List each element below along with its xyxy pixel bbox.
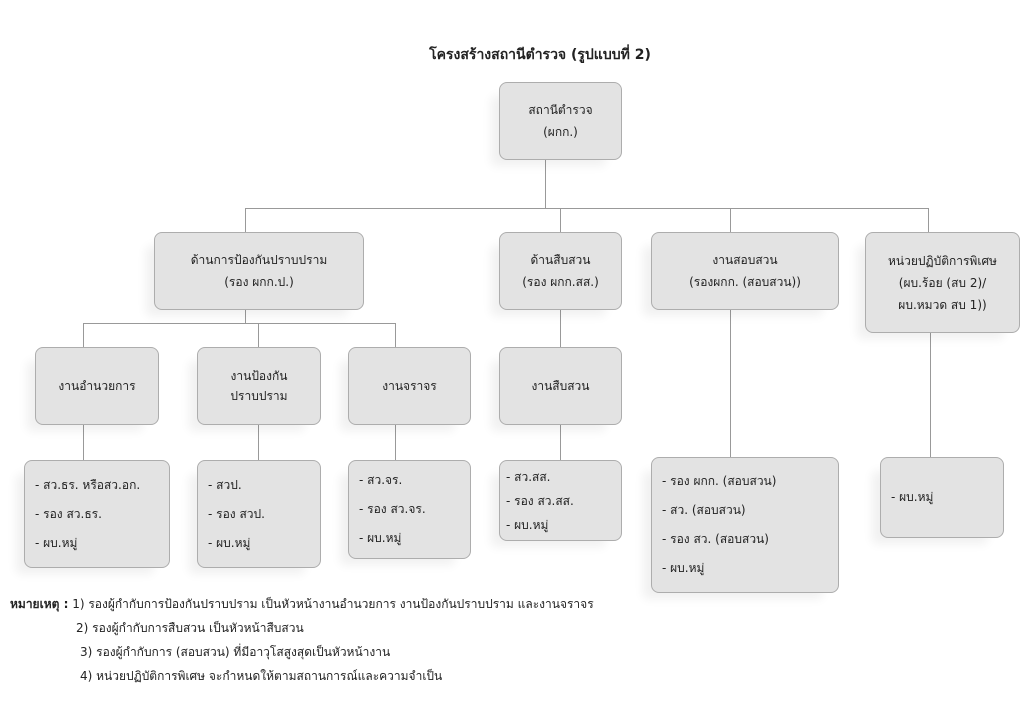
notes-label: หมายเหตุ : [10,597,69,611]
node-suppression: งานป้องกัน ปราบปราม [197,347,321,425]
positions-inquiry: - รอง ผกก. (สอบสวน) - สว. (สอบสวน) - รอง… [651,457,839,593]
positions-admin: - สว.ธร. หรือสว.อก. - รอง สว.ธร. - ผบ.หม… [24,460,170,568]
connector [245,208,929,209]
position-item: - รอง สว.ธร. [35,506,102,521]
note-item: 3) รองผู้กำกับการ (สอบสวน) ที่มีอาวุโสสู… [80,645,391,659]
positions-traffic: - สว.จร. - รอง สว.จร. - ผบ.หมู่ [348,460,471,559]
position-item: - สว. (สอบสวน) [662,503,746,517]
position-item: - ผบ.หมู่ [662,561,705,575]
node-label: ด้านสืบสวน [530,253,591,267]
node-sublabel: (รองผกก. (สอบสวน)) [689,275,801,289]
node-label: ปราบปราม [230,389,288,403]
connector [395,323,396,347]
position-item: - สว.จร. [359,473,403,487]
notes: หมายเหตุ : 1) รองผู้กำกับการป้องกันปราบป… [10,592,594,688]
position-item: - สว.ธร. หรือสว.อก. [35,477,141,492]
node-sublabel: (ผบ.ร้อย (สบ 2)/ [898,275,987,290]
connector [545,159,546,208]
positions-suppression: - สวป. - รอง สวป. - ผบ.หมู่ [197,460,321,568]
node-investigation: ด้านสืบสวน (รอง ผกก.สส.) [499,232,622,310]
connector [83,323,84,347]
note-item: 1) รองผู้กำกับการป้องกันปราบปราม เป็นหัว… [72,597,594,611]
connector [560,208,561,232]
node-sublabel: (ผกก.) [543,125,578,139]
node-label: สถานีตำรวจ [528,103,593,117]
position-item: - ผบ.หมู่ [506,517,549,532]
node-investigation-work: งานสืบสวน [499,347,622,425]
connector [928,208,929,232]
position-item: - รอง สว. (สอบสวน) [662,532,769,546]
node-traffic: งานจราจร [348,347,471,425]
node-sublabel: (รอง ผกก.ป.) [224,275,294,289]
node-label: งานจราจร [382,379,437,393]
position-item: - ผบ.หมู่ [35,535,78,550]
position-item: - ผบ.หมู่ [891,490,934,504]
connector [730,310,731,457]
position-item: - สว.สส. [506,469,551,484]
position-item: - ผบ.หมู่ [359,531,402,545]
position-item: - รอง สว.สส. [506,493,574,508]
node-prevention: ด้านการป้องกันปราบปราม (รอง ผกก.ป.) [154,232,364,310]
node-label: งานอำนวยการ [58,379,136,393]
connector [930,332,931,457]
node-special-ops: หน่วยปฏิบัติการพิเศษ (ผบ.ร้อย (สบ 2)/ ผบ… [865,232,1020,333]
node-label: งานป้องกัน [230,369,288,383]
connector [560,425,561,460]
node-label: งานสืบสวน [531,379,590,393]
position-item: - ผบ.หมู่ [208,535,251,550]
position-item: - รอง ผกก. (สอบสวน) [662,474,777,488]
position-item: - รอง สวป. [208,506,265,521]
connector [83,323,396,324]
node-sublabel: (รอง ผกก.สส.) [522,275,599,289]
connector [560,310,561,347]
root-node: สถานีตำรวจ (ผกก.) [499,82,622,160]
positions-investigation: - สว.สส. - รอง สว.สส. - ผบ.หมู่ [499,460,622,541]
connector [730,208,731,232]
connector [245,208,246,232]
position-item: - สวป. [208,477,242,492]
node-label: ด้านการป้องกันปราบปราม [190,253,328,267]
note-item: 4) หน่วยปฏิบัติการพิเศษ จะกำหนดให้ตามสถา… [80,669,443,683]
node-sublabel: ผบ.หมวด สบ 1)) [898,297,987,312]
chart-title: โครงสร้างสถานีตำรวจ (รูปแบบที่ 2) [429,47,651,63]
connector [258,425,259,460]
positions-special-ops: - ผบ.หมู่ [880,457,1004,538]
connector [395,425,396,460]
node-admin: งานอำนวยการ [35,347,159,425]
connector [245,310,246,323]
connector [258,323,259,347]
note-item: 2) รองผู้กำกับการสืบสวน เป็นหัวหน้าสืบสว… [76,621,304,635]
node-label: งานสอบสวน [712,253,778,267]
position-item: - รอง สว.จร. [359,502,426,516]
connector [83,425,84,460]
node-label: หน่วยปฏิบัติการพิเศษ [888,253,997,268]
node-inquiry: งานสอบสวน (รองผกก. (สอบสวน)) [651,232,839,310]
